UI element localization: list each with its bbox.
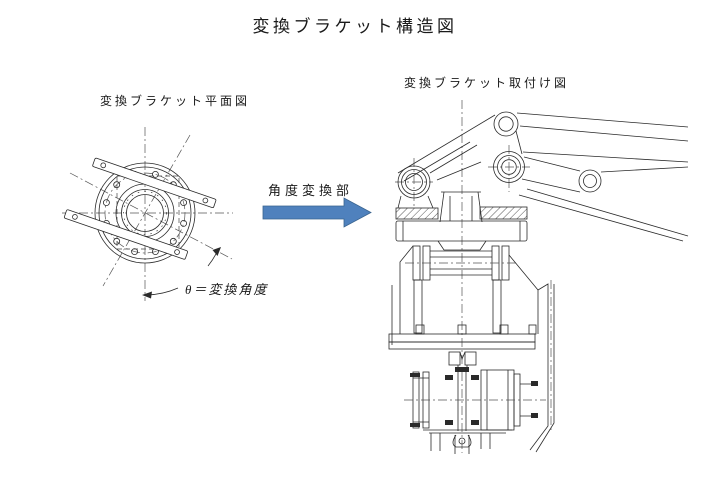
angle-conversion-arrow (262, 197, 372, 228)
installation-view-label: 変換ブラケット取付け図 (404, 76, 570, 90)
angle-conversion-label: 角度変換部 (268, 183, 354, 198)
installation-drawing (388, 100, 689, 454)
arrow-right-icon (262, 197, 372, 228)
clamp-bars (64, 157, 217, 260)
plan-view-label: 変換ブラケット平面図 (100, 94, 251, 108)
page-title: 変換ブラケット構造図 (252, 17, 458, 36)
theta-angle-label: θ＝変換角度 (185, 282, 269, 297)
theta-angle-annotation (142, 247, 221, 299)
plan-view-drawing (62, 127, 233, 301)
